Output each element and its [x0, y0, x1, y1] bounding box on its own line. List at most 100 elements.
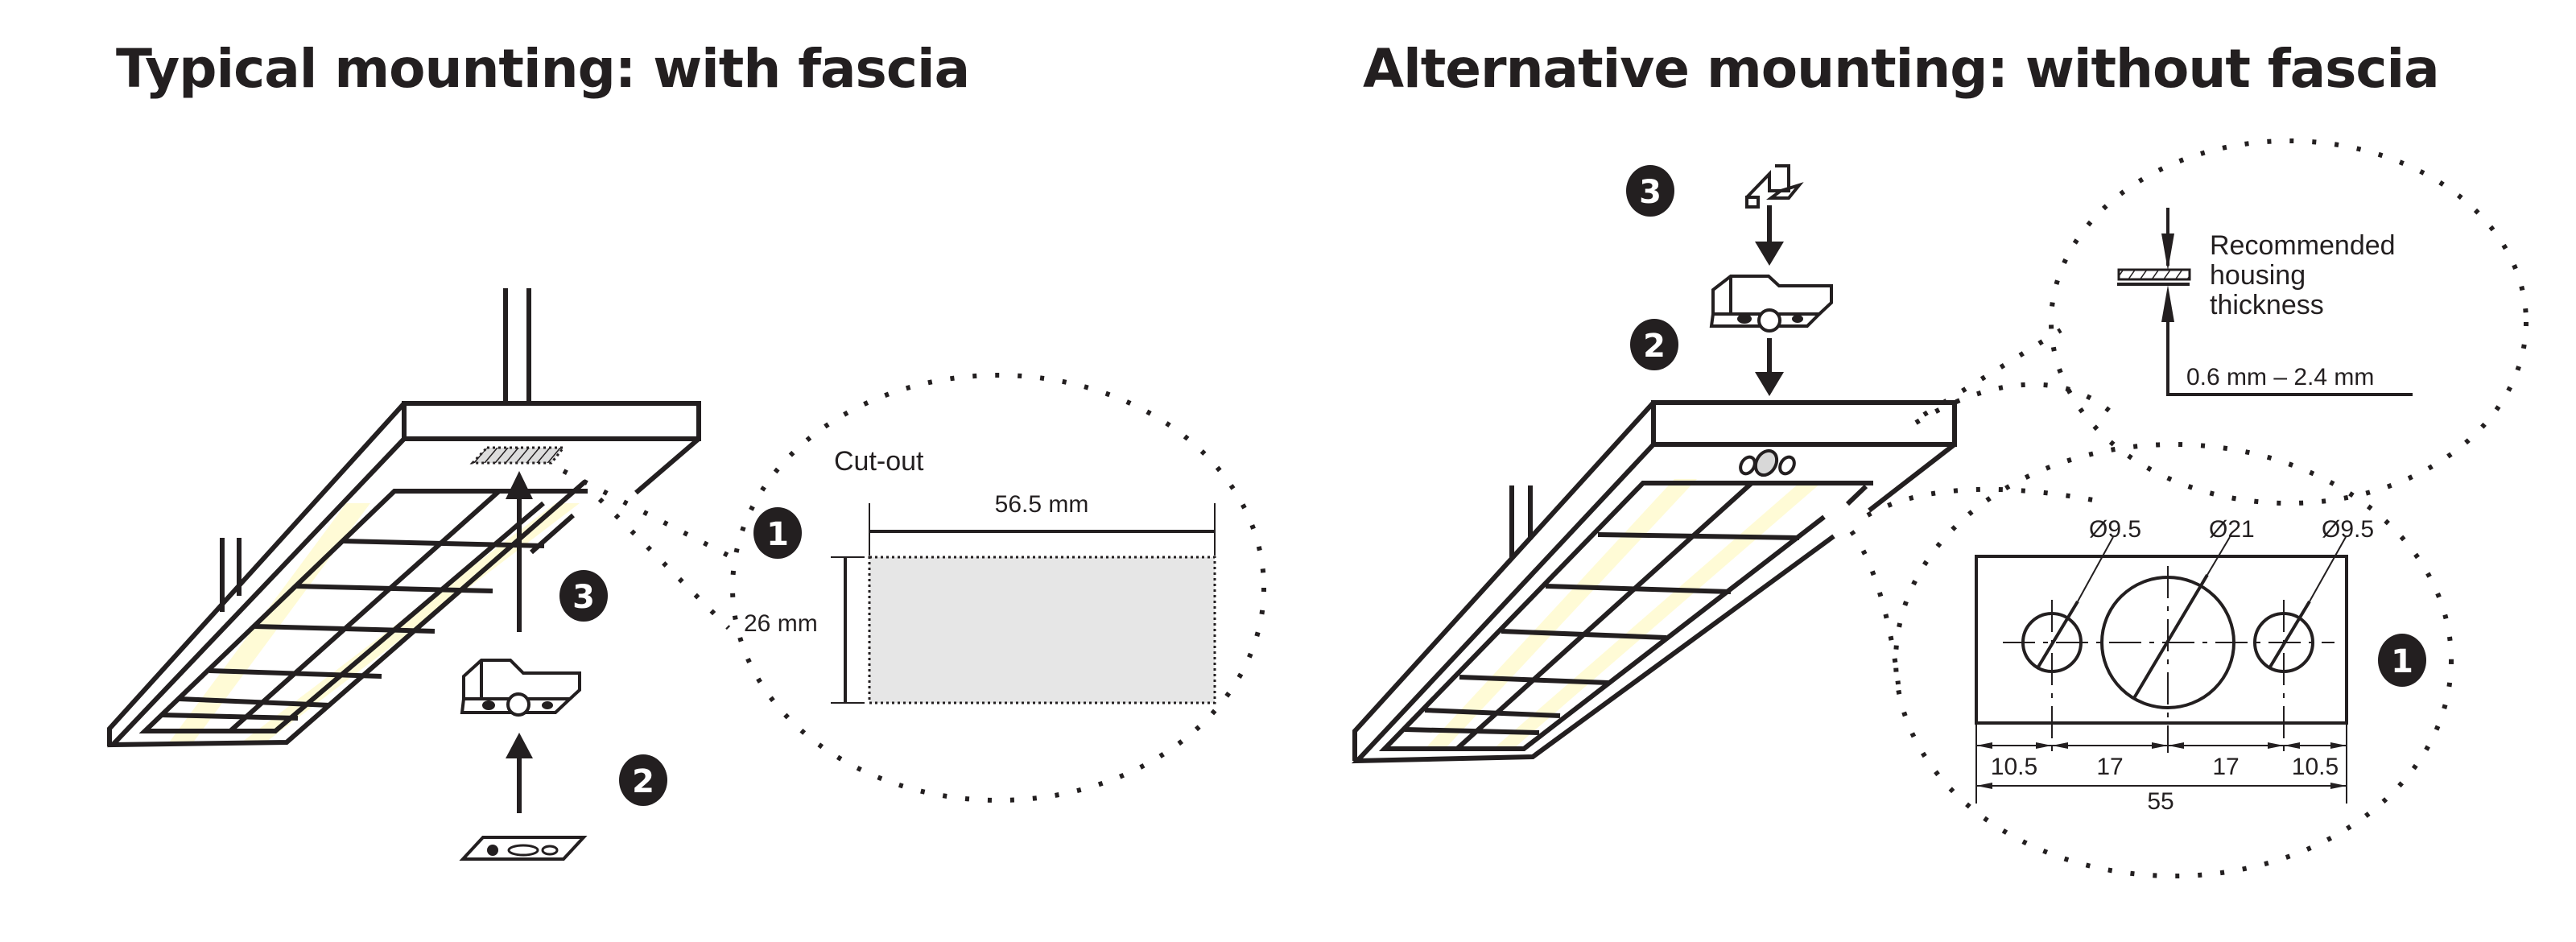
fascia-box: [402, 401, 701, 441]
svg-text:2: 2: [1643, 328, 1666, 365]
cutout-height-label: 26 mm: [744, 610, 818, 637]
diffuser-grid: [342, 539, 545, 548]
left-sensor-module: [460, 659, 581, 717]
right-sensor-module: [1709, 275, 1833, 333]
dimension-arrowhead: [2152, 742, 2168, 749]
right-clip-icon: [1745, 164, 1804, 209]
diffuser-grid: [1545, 584, 1732, 594]
diffuser-frame: [138, 489, 588, 733]
housing-edge: [634, 436, 700, 495]
arrow-up-icon: [2161, 285, 2174, 322]
callout-leader: [1849, 530, 1901, 685]
dimension-arrowhead: [2036, 742, 2052, 749]
diffuser-frame: [1378, 481, 1873, 751]
left-step-3-badge: 3: [559, 570, 608, 622]
left-step-2-arrow: [506, 733, 533, 813]
right-step-3-badge: 3: [1626, 165, 1674, 217]
callout-circle: [2049, 138, 2529, 506]
dimension-arrowhead: [1976, 783, 1992, 789]
svg-text:3: 3: [572, 579, 595, 616]
callout-leader: [1922, 328, 2062, 417]
callout-circle: [730, 373, 1266, 803]
drilling-plate: [1975, 555, 2348, 725]
dimension-arrowhead: [2052, 742, 2068, 749]
cutout-marker-outline: [469, 446, 567, 465]
housing-label-line2: housing: [2210, 260, 2306, 291]
hole-small-right: [2253, 612, 2314, 673]
left-step-2-badge: 2: [619, 754, 667, 806]
svg-text:1: 1: [2391, 643, 2413, 680]
housing-thickness-callout: Recommended housing thickness 0.6 mm – 2…: [1914, 138, 2529, 506]
diffuser-grid: [160, 713, 299, 721]
right-step-2-badge: 2: [1630, 319, 1678, 370]
right-step-3-arrow: [1755, 205, 1784, 266]
cutout-marker: [473, 448, 564, 463]
right-step-2-arrow: [1755, 338, 1784, 396]
svg-text:1: 1: [766, 516, 789, 553]
diffuser-grid: [1501, 629, 1667, 640]
housing-edge: [1352, 400, 1656, 761]
callout-leader: [597, 497, 731, 630]
callout-leader: [1866, 486, 2110, 518]
hole-left-label: Ø9.5: [2089, 516, 2141, 543]
hole-center-label: Ø21: [2209, 516, 2255, 543]
hole-right-label: Ø9.5: [2322, 516, 2374, 543]
dimension-arrowhead: [2168, 742, 2184, 749]
housing-edge: [106, 436, 587, 748]
cutout-width-label: 56.5 mm: [995, 491, 1089, 518]
callout-leader: [562, 469, 730, 558]
sensor-lens-icon: [1757, 308, 1781, 333]
diffuser-grid: [1459, 675, 1609, 685]
dimension-arrowhead: [2330, 783, 2347, 789]
thickness-leader-line: [2166, 318, 2413, 396]
svg-text:2: 2: [632, 763, 654, 800]
total-dim-label: 55: [2147, 788, 2174, 815]
cutout-label: Cut-out: [834, 446, 924, 477]
housing-edge: [107, 401, 407, 746]
left-title: Typical mounting: with fascia: [116, 38, 969, 100]
left-step-3-arrow: [506, 471, 533, 632]
housing-range-label: 0.6 mm – 2.4 mm: [2186, 364, 2374, 390]
housing-section: [2117, 268, 2191, 281]
housing-label-line1: Recommended: [2210, 230, 2396, 261]
right-luminaire: [1351, 400, 1957, 764]
right-step-1-badge: 1: [2378, 634, 2426, 687]
housing-edge: [1351, 442, 1835, 764]
dimension-arrowhead: [2284, 742, 2300, 749]
diffuser-grid: [1404, 727, 1540, 735]
hole-large-center: [2100, 576, 2235, 709]
hole-small-left: [2021, 612, 2083, 673]
mounting-holes-icon: [1739, 448, 1796, 477]
light-stripe: [1425, 479, 1697, 749]
dim-label: 10.5: [1991, 754, 2037, 780]
svg-text:3: 3: [1639, 174, 1662, 211]
dimension-arrowhead: [2268, 742, 2284, 749]
sensor-lens-icon: [506, 692, 530, 717]
dimension-arrowhead: [1976, 742, 1992, 749]
dim-label: 10.5: [2292, 754, 2339, 780]
dimension-arrowhead: [2330, 742, 2347, 749]
diffuser-grid: [208, 668, 382, 679]
drilling-template-callout: Ø9.5 Ø21 Ø9.5 10.5 17 17 10.5 55: [1849, 442, 2454, 878]
left-step-1-badge: 1: [753, 507, 802, 559]
left-cover-plate: [459, 836, 588, 861]
diffuser-grid: [229, 489, 501, 733]
light-stripe: [169, 503, 370, 742]
diffuser-grid: [1597, 532, 1800, 540]
diffuser-grid: [295, 584, 493, 593]
diffuser-grid: [1424, 708, 1561, 718]
housing-label-line3: thickness: [2210, 290, 2324, 320]
housing-edge: [1868, 442, 1956, 513]
cutout-detail-callout: Cut-out 56.5 mm 26 mm: [562, 373, 1266, 803]
diffuser-grid: [1455, 481, 1754, 751]
diffuser-grid: [254, 624, 436, 634]
callout-circle: [1893, 442, 2454, 878]
arrow-down-icon: [2161, 233, 2174, 271]
diffuser-grid: [178, 696, 331, 708]
left-luminaire: [106, 288, 701, 748]
dim-label: 17: [2096, 754, 2123, 780]
callout-leader: [1914, 382, 2111, 425]
dim-label: 17: [2212, 754, 2239, 780]
cutout-rectangle: [868, 556, 1216, 704]
